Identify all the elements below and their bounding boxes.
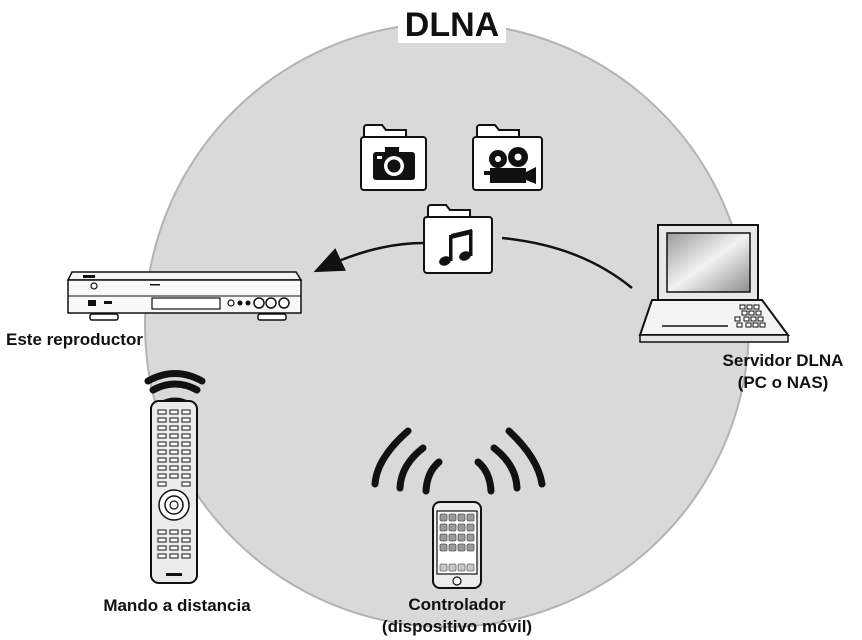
- camera-folder-icon: [360, 124, 427, 191]
- remote-control-icon: [150, 400, 198, 584]
- blu-ray-player-icon: [66, 271, 303, 321]
- dlna-title: DLNA: [405, 6, 499, 44]
- laptop-icon: [638, 224, 790, 343]
- player-label: Este reproductor: [6, 330, 143, 349]
- controller-label-line2: (dispositivo móvil): [382, 617, 532, 636]
- wireless-signal-right-icon: [474, 427, 546, 495]
- music-note-folder-icon: [423, 204, 493, 274]
- movie-camera-folder-icon: [472, 124, 543, 191]
- transfer-arrow-right: [501, 236, 633, 289]
- controller-label-line1: Controlador: [408, 595, 506, 614]
- title-backdrop: [398, 5, 506, 43]
- server-label-line1: Servidor DLNA: [723, 351, 844, 370]
- smartphone-icon: [432, 501, 482, 589]
- remote-label: Mando a distancia: [103, 596, 251, 615]
- server-label-line2: (PC o NAS): [738, 373, 829, 392]
- wireless-signal-left-icon: [371, 427, 443, 495]
- transfer-arrow-left: [313, 241, 425, 273]
